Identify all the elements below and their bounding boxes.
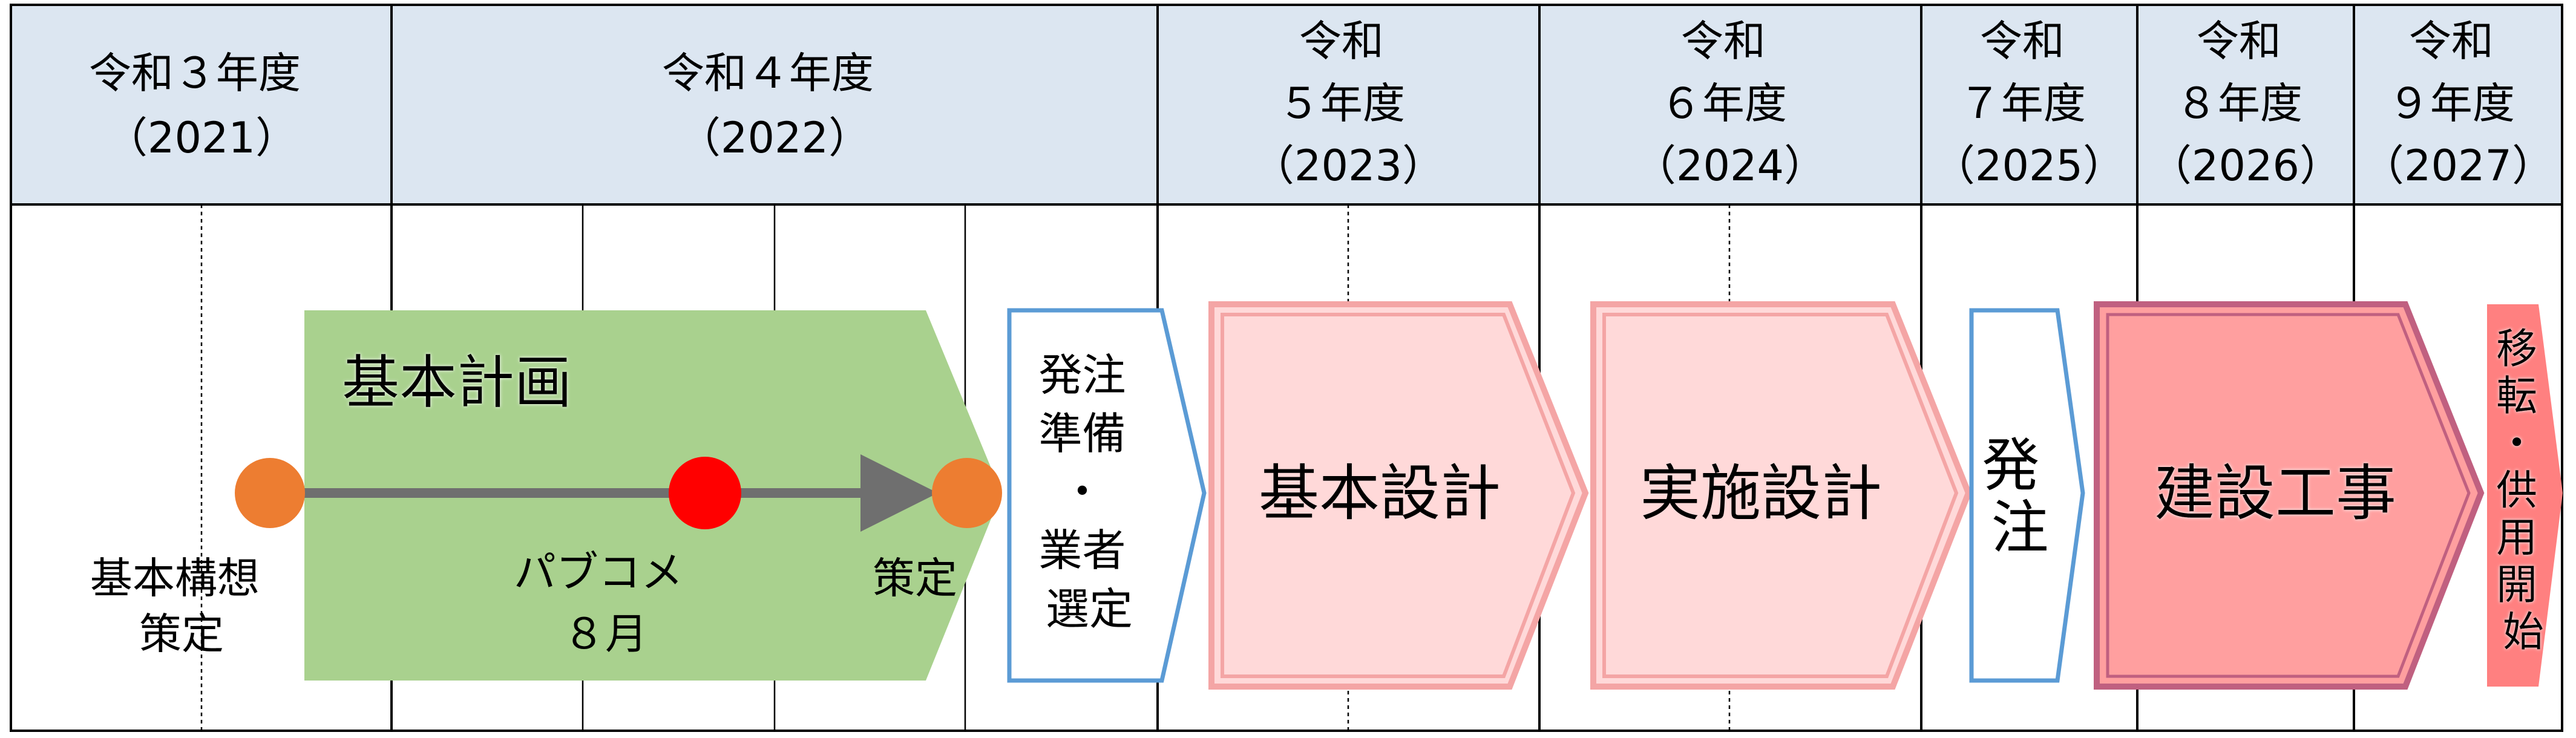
year-header-row: 令和３年度 （2021） 令和４年度 （2022） 令和 ５年度 （2023） …: [89, 16, 2554, 191]
plan-decided-marker: [932, 458, 1002, 528]
vision-decided-label: 基本構想 策定: [90, 554, 273, 659]
basic-plan-title: 基本計画: [342, 350, 572, 416]
order-chevron: [1969, 308, 2085, 683]
relocation-label: 移 転 ・ 供 用 開 始: [2496, 325, 2551, 656]
order-label: 発 注: [1982, 433, 2057, 561]
order-prep-label: 発注 準備 ・ 業者 選定: [1039, 350, 1140, 635]
year-label-2027: 令和 ９年度 （2027）: [2362, 16, 2554, 191]
plan-decided-label: 策定: [873, 554, 957, 603]
construction-chevron: [2094, 301, 2485, 690]
relocation-chevron: [2487, 304, 2563, 687]
construction-label: 建設工事: [2154, 458, 2396, 529]
order-prep-chevron: [1007, 308, 1207, 683]
year-label-2026: 令和 ８年度 （2026）: [2149, 16, 2342, 191]
year-label-2025: 令和 ７年度 （2025）: [1933, 16, 2125, 191]
detailed-design-label: 実施設計: [1640, 458, 1882, 529]
basic-design-label: 基本設計: [1259, 458, 1501, 529]
public-comment-marker: [669, 457, 741, 529]
year-label-2022: 令和４年度 （2022）: [662, 48, 887, 163]
year-label-2023: 令和 ５年度 （2023）: [1252, 16, 1444, 191]
year-label-2024: 令和 ６年度 （2024）: [1634, 16, 1826, 191]
vision-milestone-marker: [235, 458, 305, 528]
detailed-design-chevron: [1590, 301, 1972, 690]
basic-design-chevron: [1208, 301, 1589, 690]
public-comment-label: パブコメ ８月: [514, 547, 696, 659]
year-label-2021: 令和３年度 （2021）: [89, 48, 314, 163]
